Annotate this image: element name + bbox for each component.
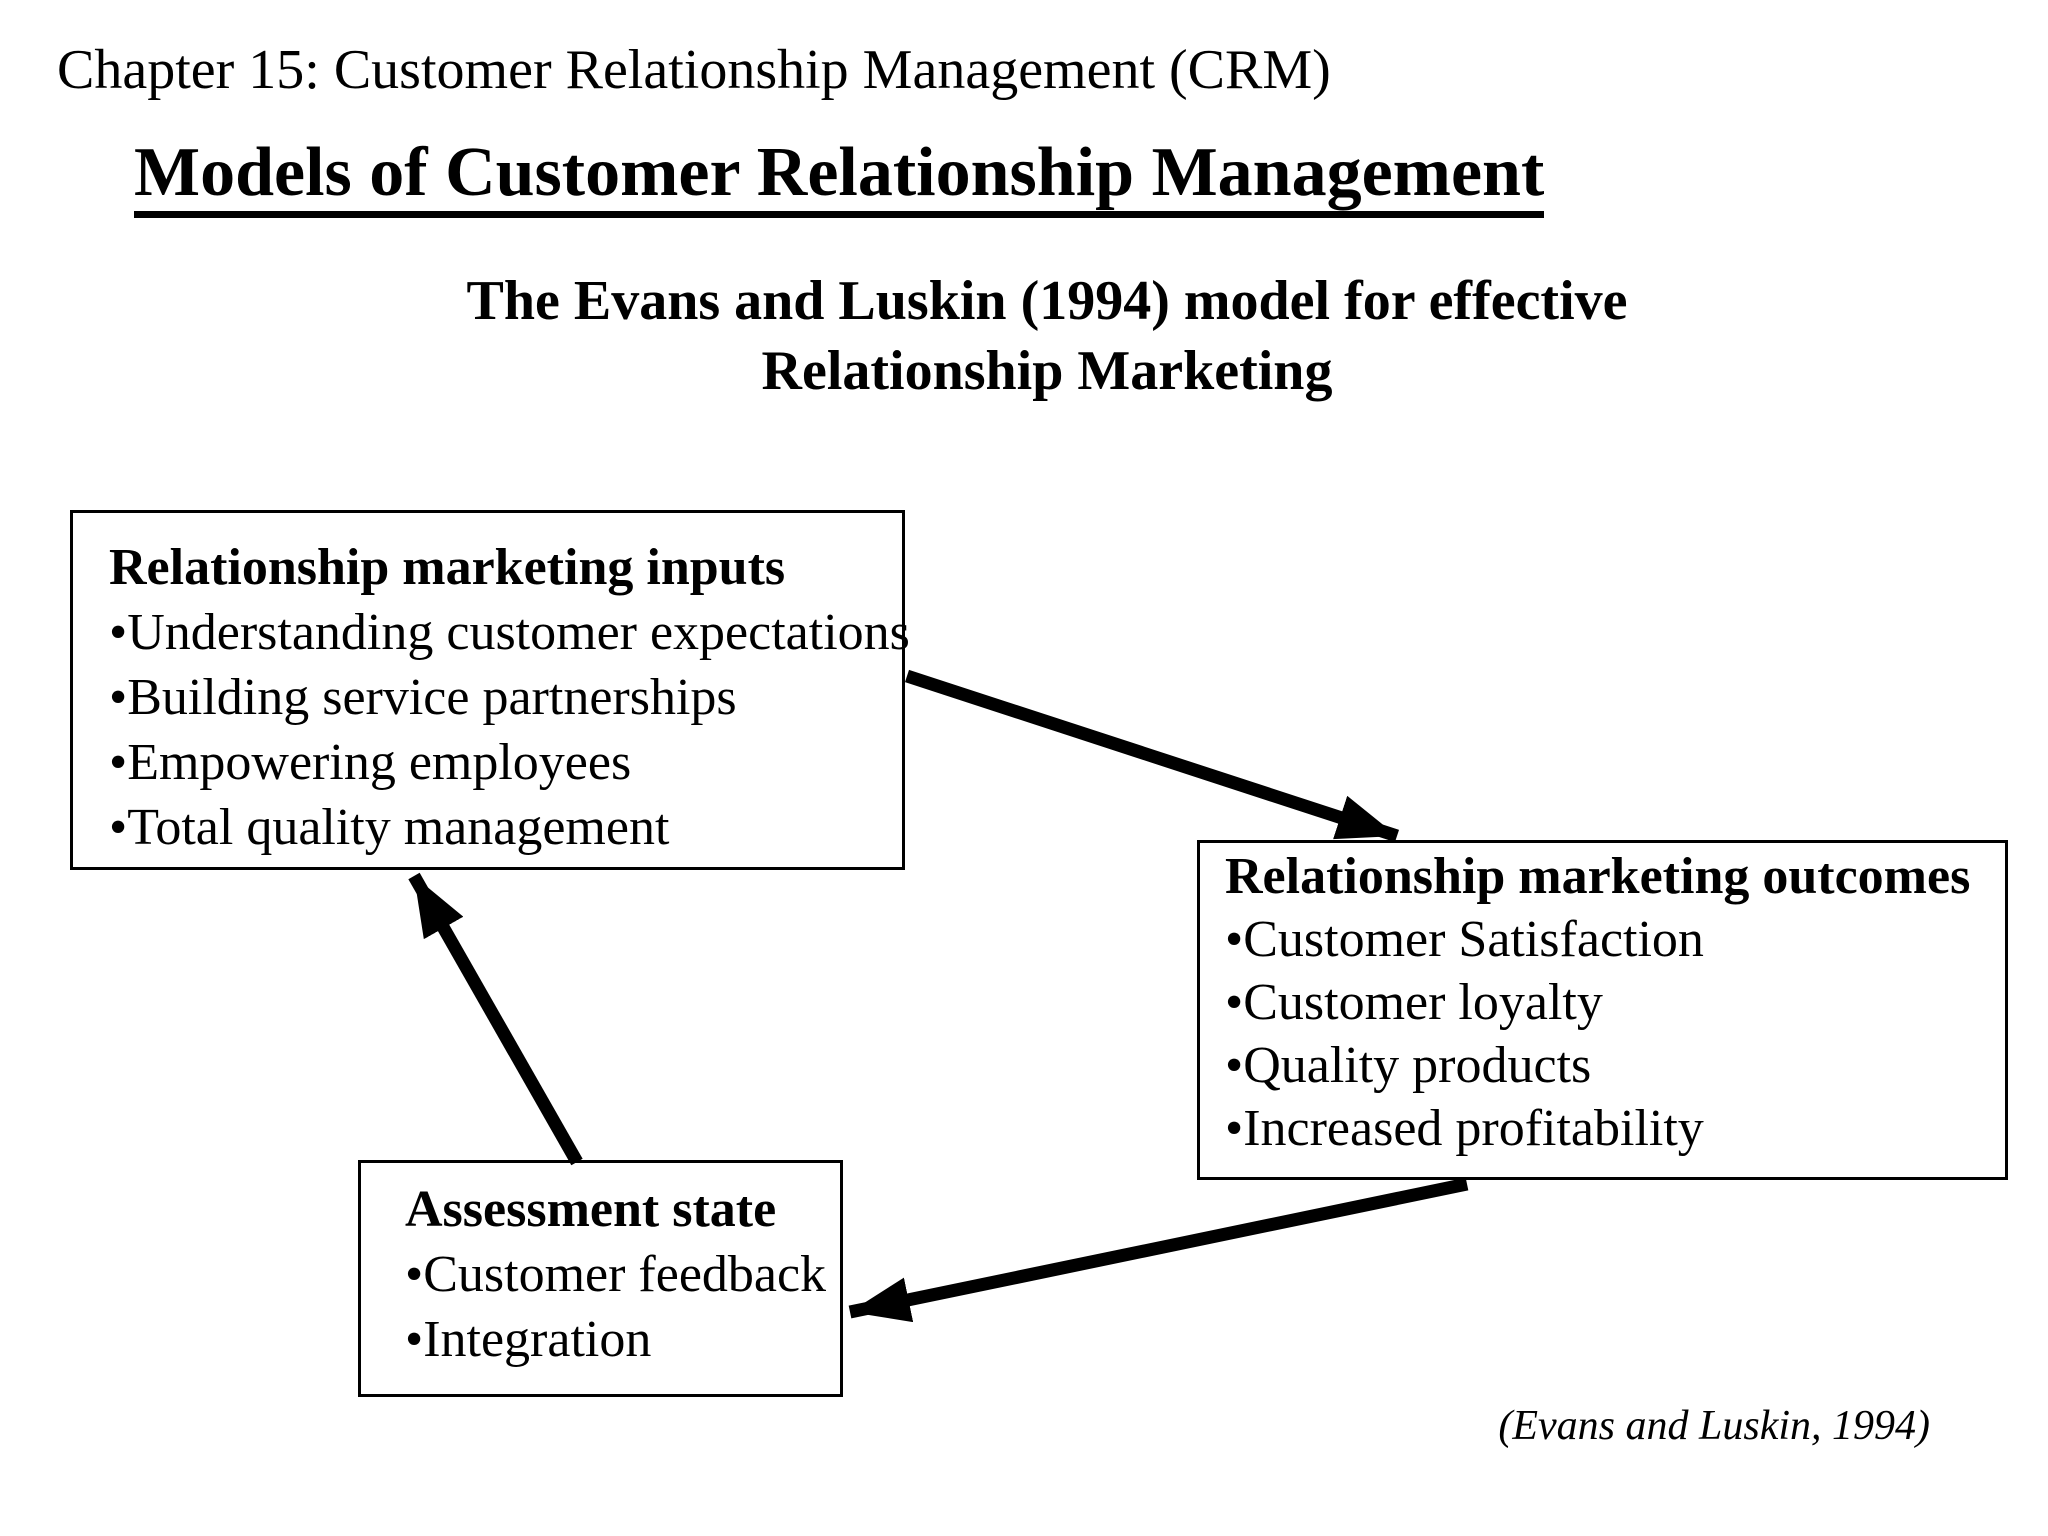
box-relationship-marketing-inputs: Relationship marketing inputs •Understan… (70, 510, 910, 870)
bullet-item: •Customer feedback (405, 1246, 827, 1303)
box-title: Relationship marketing inputs (109, 539, 786, 596)
bullet-item: •Total quality management (109, 799, 670, 856)
slide-title: Models of Customer Relationship Manageme… (134, 134, 1545, 218)
subtitle-line-1: The Evans and Luskin (1994) model for ef… (466, 270, 1628, 332)
arrow-outcomes-to-assessment (848, 1177, 1469, 1323)
box-title: Assessment state (405, 1181, 777, 1238)
bullet-item: •Quality products (1225, 1037, 1592, 1094)
bullet-item: •Understanding customer expectations (109, 604, 910, 661)
arrow-inputs-to-outcomes (904, 669, 1400, 843)
slide-subtitle: The Evans and Luskin (1994) model for ef… (46, 266, 2048, 406)
citation: (Evans and Luskin, 1994) (1498, 1403, 1930, 1449)
box-relationship-marketing-outcomes: Relationship marketing outcomes •Custome… (1197, 840, 2008, 1180)
bullet-item: •Empowering employees (109, 734, 632, 791)
box-title: Relationship marketing outcomes (1225, 848, 1971, 905)
box-assessment-state: Assessment state •Customer feedback •Int… (358, 1160, 843, 1397)
bullet-item: •Integration (405, 1311, 652, 1368)
subtitle-line-2: Relationship Marketing (761, 340, 1333, 402)
bullet-item: •Customer Satisfaction (1225, 911, 1704, 968)
bullet-item: •Building service partnerships (109, 669, 737, 726)
chapter-heading: Chapter 15: Customer Relationship Manage… (57, 39, 1331, 101)
bullet-item: •Increased profitability (1225, 1100, 1704, 1157)
bullet-item: •Customer loyalty (1225, 974, 1603, 1031)
arrow-assessment-to-inputs (408, 872, 583, 1166)
